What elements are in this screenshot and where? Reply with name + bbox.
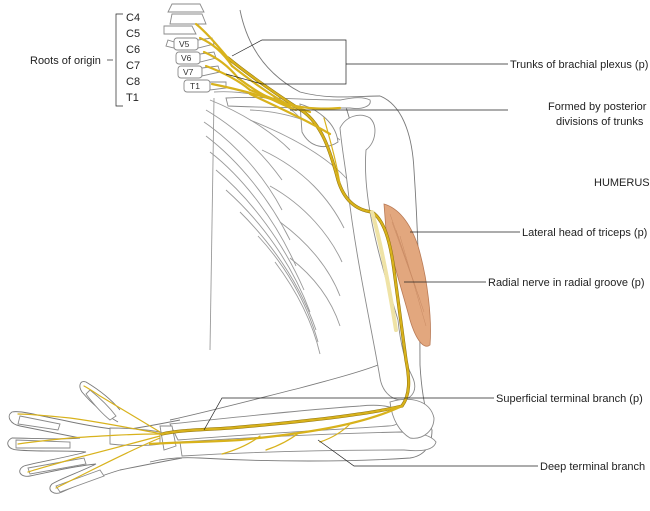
- hand: [7, 381, 183, 494]
- label-superficial: Superficial terminal branch (p): [496, 393, 643, 405]
- triceps-muscle: [383, 203, 431, 347]
- labels: Trunks of brachial plexus (p) Formed by …: [488, 59, 650, 473]
- label-trunks: Trunks of brachial plexus (p): [510, 59, 648, 71]
- label-deep: Deep terminal branch: [540, 461, 645, 473]
- root-label-c7: C7: [126, 60, 140, 72]
- roots-title: Roots of origin: [30, 55, 101, 67]
- label-triceps: Lateral head of triceps (p): [522, 227, 647, 239]
- vertebra-label-v5: V5: [179, 39, 190, 49]
- vertebra-labels: V5 V6 V7 T1: [179, 39, 200, 91]
- label-posterior-line1: Formed by posterior: [548, 101, 647, 113]
- root-label-c6: C6: [126, 44, 140, 56]
- triceps-striations: [389, 213, 427, 327]
- label-radial-groove: Radial nerve in radial groove (p): [488, 277, 645, 289]
- root-label-c8: C8: [126, 76, 140, 88]
- label-humerus: HUMERUS: [594, 177, 650, 189]
- roots-of-origin: Roots of origin C4 C5 C6 C7 C8 T1: [30, 12, 140, 107]
- leader-lines: [203, 39, 538, 467]
- root-label-c5: C5: [126, 28, 140, 40]
- rib-cage: [203, 91, 349, 355]
- root-label-t1: T1: [126, 92, 139, 104]
- cervical-spine: [163, 3, 227, 93]
- vertebra-label-v7: V7: [183, 67, 194, 77]
- label-posterior-line2: divisions of trunks: [556, 116, 644, 128]
- vertebra-label-v6: V6: [181, 53, 192, 63]
- radial-nerve: [17, 22, 411, 489]
- root-label-c4: C4: [126, 12, 140, 24]
- shoulder-bones: [225, 96, 416, 401]
- vertebra-label-t1: T1: [190, 81, 200, 91]
